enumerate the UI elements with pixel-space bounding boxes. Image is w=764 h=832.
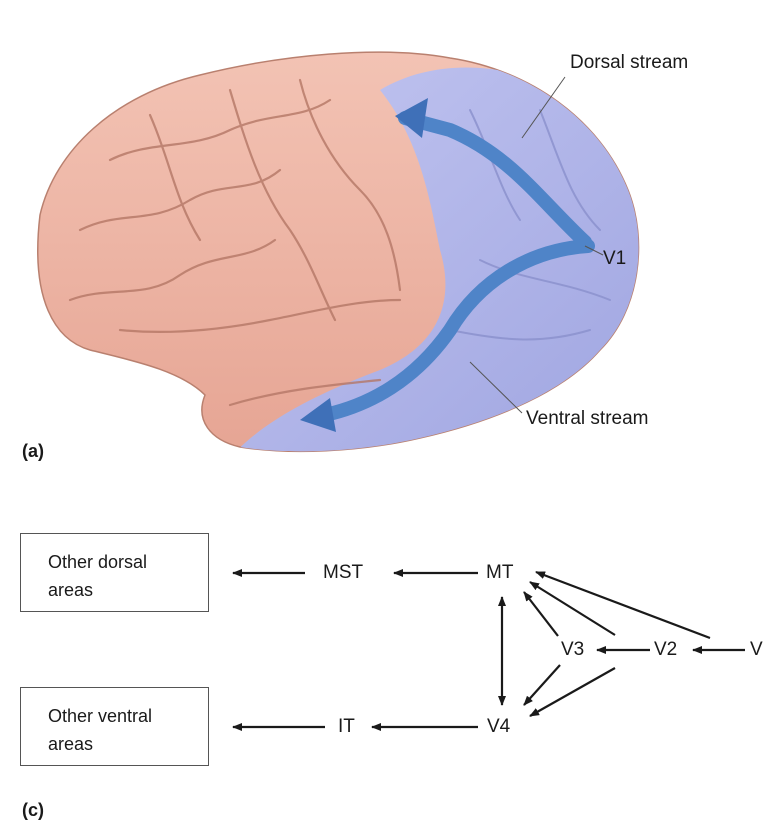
dorsal-stream-label: Dorsal stream <box>570 52 688 74</box>
ventral-box-line1: Other ventral <box>48 702 208 730</box>
arrow-v3-to-v4 <box>524 665 560 705</box>
node-v1: V <box>750 639 763 661</box>
node-it: IT <box>338 716 355 738</box>
other-ventral-areas-box: Other ventral areas <box>20 687 209 766</box>
node-v4: V4 <box>487 716 510 738</box>
panel-c-label: (c) <box>22 800 44 821</box>
arrow-v1-to-mt <box>536 572 710 638</box>
ventral-box-line2: areas <box>48 730 208 758</box>
arrow-v3-to-mt <box>524 592 558 636</box>
arrow-v2-to-v4 <box>530 668 615 716</box>
v1-label: V1 <box>603 248 626 270</box>
other-dorsal-areas-box: Other dorsal areas <box>20 533 209 612</box>
node-mt: MT <box>486 562 513 584</box>
node-mst: MST <box>323 562 363 584</box>
arrow-v2-to-mt <box>530 582 615 635</box>
node-v2: V2 <box>654 639 677 661</box>
panel-a-label: (a) <box>22 441 44 462</box>
ventral-stream-label: Ventral stream <box>526 408 649 430</box>
node-v3: V3 <box>561 639 584 661</box>
dorsal-box-line2: areas <box>48 576 208 604</box>
dorsal-box-line1: Other dorsal <box>48 548 208 576</box>
